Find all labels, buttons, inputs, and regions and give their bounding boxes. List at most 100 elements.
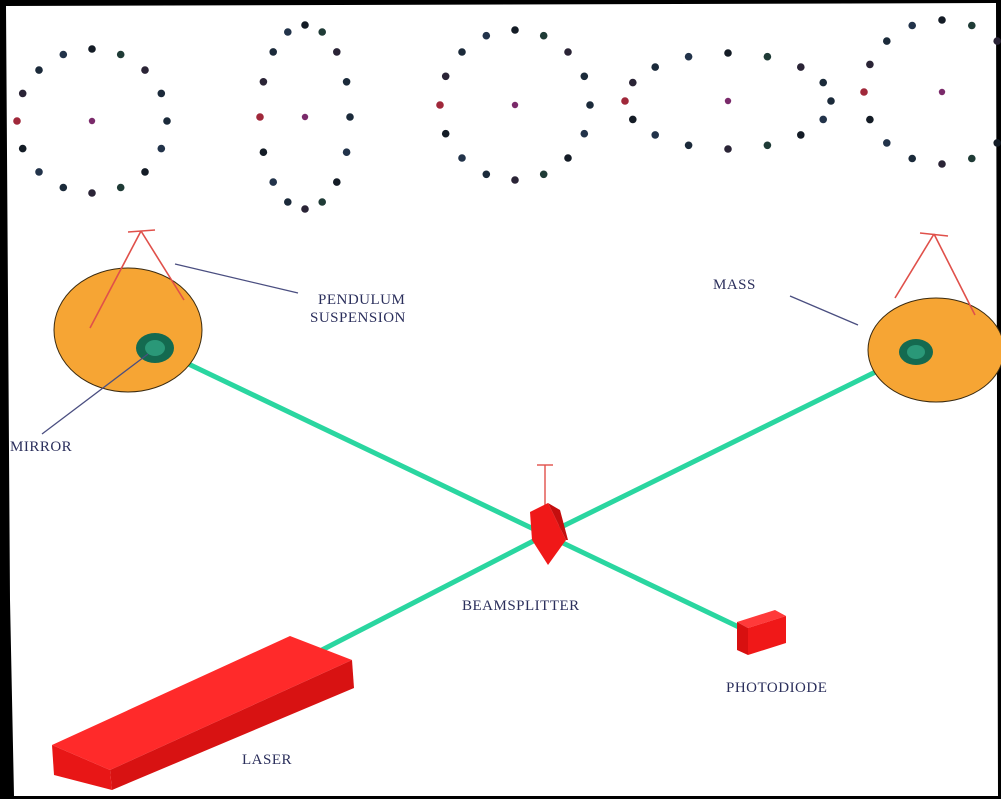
pointer-mirror <box>41 353 149 435</box>
ring-center-dot <box>724 97 732 105</box>
ring-dot <box>908 21 916 30</box>
ring-center-dot <box>938 88 946 96</box>
photodiode-front <box>737 622 748 655</box>
ring-dot <box>797 131 805 139</box>
ring-dot <box>763 141 772 150</box>
ring-dot <box>333 178 341 186</box>
ring-dot <box>763 52 772 61</box>
ring-patterns <box>13 16 1001 213</box>
ring-dot <box>883 37 891 45</box>
laser-end <box>52 745 112 790</box>
ring-dot <box>157 144 166 153</box>
ring-dot <box>511 176 519 184</box>
beamsplitter-side <box>548 503 568 540</box>
ring-dot <box>259 78 268 86</box>
ring-dot <box>621 97 629 105</box>
ring-dot <box>342 148 351 156</box>
ring-dot <box>684 141 693 150</box>
ring-dot <box>141 168 149 176</box>
label-laser: LASER <box>242 752 292 768</box>
laser-side <box>110 660 354 790</box>
ring-dot <box>511 26 519 34</box>
ring-dot <box>116 50 125 59</box>
ring-dot <box>866 115 874 124</box>
ring-dot <box>333 48 341 56</box>
ring-dot <box>13 117 21 125</box>
ring-center-dot <box>511 101 519 109</box>
ring-dot <box>482 170 491 179</box>
ring-dot <box>564 154 572 162</box>
left-test-mass <box>53 229 203 393</box>
ring-dot <box>301 205 309 213</box>
ring-center-dot <box>301 113 309 121</box>
laser <box>52 636 354 790</box>
ring-dot <box>259 148 268 156</box>
ring-dot <box>116 183 125 192</box>
page-background <box>6 3 998 796</box>
pointer-pendulum <box>174 263 299 294</box>
ring-dot <box>269 178 278 186</box>
label-pendulum-suspension-2: SUSPENSION <box>310 310 406 326</box>
pointer-lines <box>41 263 859 435</box>
ring-dot <box>284 198 292 206</box>
ring-dot <box>482 31 491 40</box>
label-photodiode: PHOTODIODE <box>726 680 827 696</box>
ring-dot <box>819 115 827 124</box>
beamsplitter <box>530 464 568 565</box>
ring-center-dot <box>88 117 96 125</box>
label-mirror: MIRROR <box>10 439 72 455</box>
pointer-mass <box>789 295 859 326</box>
ring-dot <box>684 52 693 61</box>
beam-splitter-to-right-mirror <box>542 349 919 538</box>
ring-dot <box>539 31 548 40</box>
ring-dot <box>629 78 637 87</box>
ring-dot <box>580 72 589 81</box>
ring-dot <box>883 139 891 147</box>
right-mirror-highlight <box>907 345 925 359</box>
ring-dot <box>342 78 351 86</box>
beam-laser-to-splitter <box>315 532 548 655</box>
ring-dot <box>724 49 732 57</box>
ring-dot <box>458 154 466 162</box>
right-suspension <box>894 232 976 316</box>
ring-dot <box>441 72 450 81</box>
ring-dot <box>157 89 166 98</box>
ring-dot <box>860 88 868 96</box>
ring-dot <box>651 63 659 71</box>
left-mass-body <box>53 267 203 393</box>
ring-dot <box>827 97 835 105</box>
ring-dot <box>993 37 1001 45</box>
label-pendulum-suspension-1: PENDULUM <box>318 292 405 308</box>
ring-dot <box>968 21 976 30</box>
ring-dot <box>35 66 43 74</box>
ring-dot <box>269 48 278 56</box>
photodiode-side <box>748 616 786 655</box>
ring-dot <box>163 117 171 125</box>
ring-dot <box>59 183 68 192</box>
ring-dot <box>436 101 444 109</box>
right-test-mass <box>867 232 1001 403</box>
ring-dot <box>866 60 874 69</box>
ring-dot <box>580 129 589 138</box>
ring-dot <box>819 78 827 87</box>
ring-dot <box>908 154 916 163</box>
laser-beams <box>152 345 919 655</box>
ring-dot <box>18 144 27 153</box>
ring-dot <box>441 129 450 138</box>
ring-dot <box>938 160 946 168</box>
left-mirror-highlight <box>145 340 165 356</box>
ring-dot <box>18 89 27 98</box>
photodiode <box>737 610 786 655</box>
ring-dot <box>651 131 659 139</box>
ring-dot <box>797 63 805 71</box>
ring-dot <box>59 50 68 59</box>
ring-dot <box>88 45 96 53</box>
right-mass-body <box>867 297 1001 403</box>
ring-dot <box>724 145 732 153</box>
ring-dot <box>141 66 149 74</box>
beamsplitter-front <box>530 503 566 565</box>
label-mass: MASS <box>713 277 756 293</box>
ring-dot <box>586 101 594 109</box>
ring-dot <box>564 48 572 56</box>
